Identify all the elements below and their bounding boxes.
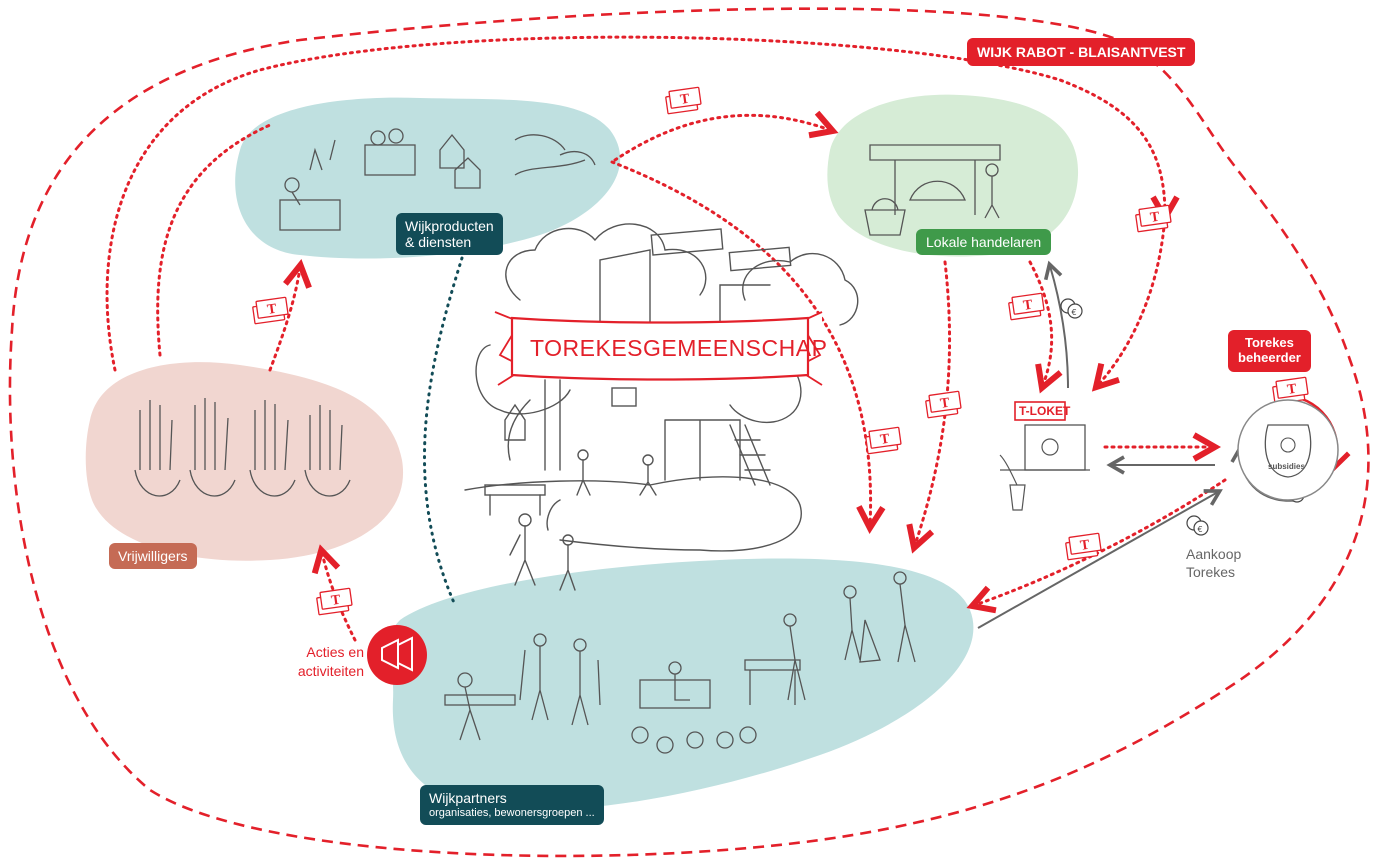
- aankoop-line1: Aankoop: [1186, 546, 1242, 562]
- wijkpartners-blob: [389, 558, 974, 811]
- token-icon: [1065, 532, 1102, 561]
- wijkproducten-sketches: [279, 128, 596, 231]
- handelaren-sketches: [864, 144, 1001, 236]
- lokale-handelaren-label: Lokale handelaren: [916, 229, 1052, 256]
- region-label: WIJK RABOT - BLAISANTVEST: [967, 38, 1196, 67]
- wijkpartners-subtitle: organisaties, bewonersgroepen ...: [429, 807, 595, 820]
- token-icon: [865, 426, 902, 455]
- token-icon: [1008, 292, 1045, 321]
- beheerder-sketch: [1237, 399, 1339, 501]
- vrijwilligers-label: Vrijwilligers: [109, 543, 197, 570]
- wijkpartners-sketches: [444, 571, 916, 754]
- beheerder-line2: beheerder: [1238, 349, 1301, 365]
- aankoop-torekes-label: Aankoop Torekes: [1186, 545, 1241, 581]
- loket-label: T-LOKET: [1019, 404, 1071, 418]
- acties-line2: activiteiten: [297, 662, 364, 679]
- subsidies-label: subsidies: [1268, 462, 1305, 471]
- vrijwilligers-blob: [85, 362, 404, 561]
- acties-line1: Acties en: [306, 644, 364, 660]
- wijkproducten-line1: Wijkproducten: [405, 218, 494, 234]
- acties-label: Acties en activiteiten: [284, 643, 364, 681]
- vrijwilligers-hands: [134, 398, 351, 497]
- center-banner-title: TOREKESGEMEENSCHAP: [530, 335, 828, 361]
- beheerder-line1: Torekes: [1244, 335, 1294, 350]
- neighbourhood-boundary: [8, 7, 1370, 858]
- wijkpartners-label: Wijkpartners organisaties, bewonersgroep…: [420, 785, 604, 825]
- handelaren-blob: [827, 94, 1079, 257]
- torekes-beheerder-label: Torekes beheerder: [1228, 330, 1311, 372]
- coin-icon: [1186, 515, 1209, 536]
- loket-sketch: [999, 401, 1090, 511]
- community-sketch: [464, 223, 859, 591]
- token-icon: [252, 296, 289, 325]
- token-icon: [665, 86, 702, 115]
- wijkpartners-title: Wijkpartners: [429, 790, 507, 806]
- wijkproducten-blob: [235, 97, 621, 259]
- token-icon: [925, 390, 962, 419]
- megaphone-badge-icon: [367, 625, 427, 685]
- coin-icon: [1060, 298, 1083, 319]
- token-icon: [316, 587, 353, 616]
- token-icon: [1135, 204, 1172, 233]
- wijkproducten-label: Wijkproducten & diensten: [396, 213, 503, 256]
- center-banner-ribbon: [494, 311, 823, 386]
- wijkproducten-line2: & diensten: [405, 234, 472, 251]
- aankoop-line2: Torekes: [1186, 564, 1236, 581]
